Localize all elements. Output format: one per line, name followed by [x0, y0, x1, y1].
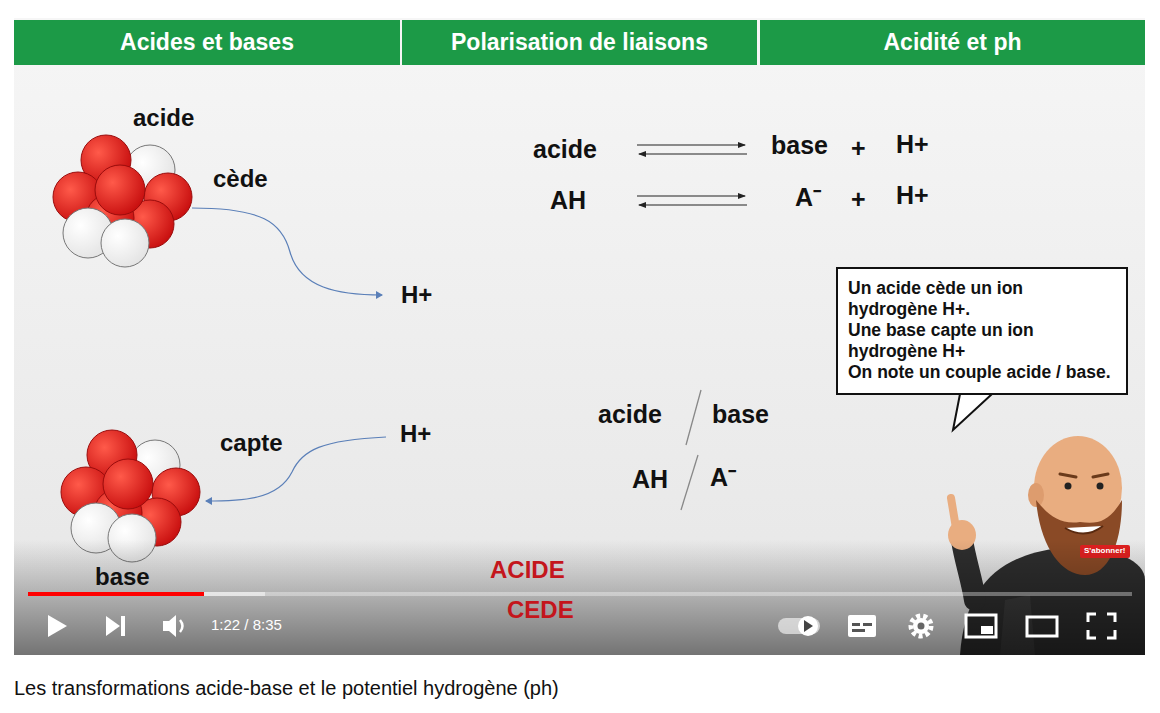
line-shape — [686, 390, 701, 445]
couple-term: base — [712, 399, 769, 429]
bubble-line: Un acide cède un ion hydrogène H+. — [848, 278, 1116, 320]
time-display: 1:22 / 8:35 — [211, 616, 282, 634]
bubble-tail — [953, 394, 992, 430]
circle-shape — [911, 616, 931, 636]
path-shape — [48, 615, 67, 637]
action-word: cède — [213, 165, 268, 194]
header-tab: Acides et bases — [14, 20, 400, 65]
tab-title: Acides et bases — [120, 29, 294, 56]
header-tab: Acidité et ph — [760, 20, 1145, 65]
rect-shape — [121, 616, 125, 636]
rect-shape — [28, 592, 1132, 596]
bubble-line: On note un couple acide / base. — [848, 362, 1116, 383]
controls-shade — [14, 540, 1145, 655]
line-shape — [639, 153, 747, 154]
ellipse-shape — [1028, 483, 1044, 507]
circle-shape — [1097, 483, 1104, 490]
path-shape — [951, 498, 956, 528]
header-tab: Polarisation de liaisons — [402, 20, 757, 65]
rect-shape — [852, 629, 865, 632]
rect-shape — [852, 623, 860, 626]
circle-shape — [913, 618, 929, 634]
video-caption: Les transformations acide-base et le pot… — [14, 677, 559, 700]
circle-shape — [103, 459, 153, 509]
path-shape — [106, 616, 120, 636]
line-shape — [637, 195, 745, 196]
equation-term: A⁻ — [795, 182, 821, 212]
video-frame — [14, 18, 1145, 655]
path-shape — [180, 620, 183, 632]
mnemonic-word: CEDE — [507, 596, 574, 625]
equation-term: base — [771, 130, 828, 160]
molecule-label: base — [95, 563, 150, 592]
action-word: capte — [220, 429, 283, 458]
equation-operator: + — [851, 133, 866, 163]
path-shape — [163, 615, 176, 637]
equation-term: H+ — [896, 129, 929, 159]
equation-term: H+ — [896, 180, 929, 210]
couple-term: acide — [598, 399, 662, 429]
rect-shape — [966, 615, 996, 637]
circle-shape — [95, 165, 145, 215]
release-arrow — [192, 208, 382, 295]
rect-shape — [848, 615, 876, 637]
path-shape — [1065, 526, 1103, 534]
ion-label: H+ — [401, 281, 432, 310]
rect-shape — [1027, 617, 1057, 636]
molecule-label: acide — [133, 104, 194, 133]
line-shape — [681, 455, 698, 510]
tab-title: Polarisation de liaisons — [451, 29, 708, 56]
circle-shape — [1065, 483, 1072, 490]
rect-shape — [28, 592, 204, 596]
equation-term: acide — [533, 134, 597, 164]
couple-term: A⁻ — [710, 462, 736, 492]
couple-slashes — [681, 390, 701, 510]
rect-shape — [863, 623, 872, 626]
rect-shape — [981, 626, 993, 634]
equilibrium-arrows — [637, 145, 747, 205]
circle-shape — [918, 623, 925, 630]
path-shape — [804, 620, 813, 632]
circle-shape — [798, 616, 818, 636]
tab-title: Acidité et ph — [883, 29, 1021, 56]
rect-shape — [28, 592, 265, 596]
mnemonic-word: ACIDE — [490, 556, 565, 585]
speech-bubble: Un acide cède un ion hydrogène H+.Une ba… — [836, 267, 1128, 395]
bubble-line: Une base capte un ion hydrogène H+ — [848, 320, 1116, 362]
couple-term: AH — [632, 464, 668, 494]
circle-shape — [101, 219, 149, 267]
path-shape — [1088, 614, 1115, 638]
line-shape — [637, 144, 745, 145]
equation-term: AH — [550, 185, 586, 215]
ion-label: H+ — [400, 420, 431, 449]
subscribe-label: S'abonner! — [1084, 546, 1125, 556]
equation-operator: + — [851, 184, 866, 214]
acid-molecule — [53, 135, 192, 267]
player-controls — [28, 592, 1132, 638]
line-shape — [639, 204, 747, 205]
path-shape — [1060, 474, 1108, 477]
